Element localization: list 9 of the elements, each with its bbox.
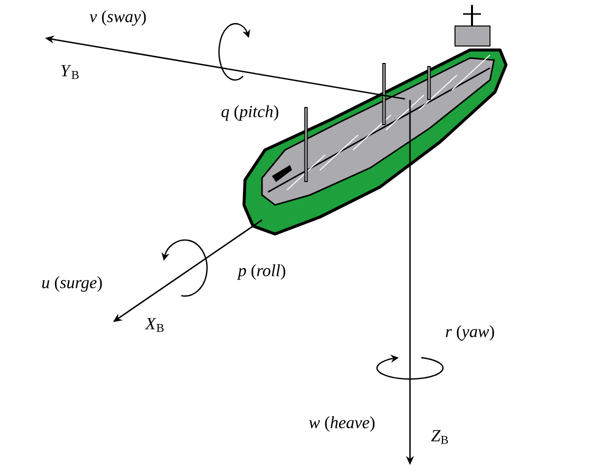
axis-label: p (roll) bbox=[237, 264, 286, 280]
axis-label: r (yaw) bbox=[446, 325, 494, 341]
axis-label: Y$_{B}$ bbox=[61, 65, 79, 79]
axis-label: Z$_{B}$ bbox=[431, 430, 448, 444]
axis-label: X$_{B}$ bbox=[144, 318, 164, 332]
axis-label: v (sway) bbox=[90, 10, 146, 26]
axis-label: w (heave) bbox=[309, 416, 375, 432]
axis-label: q (pitch) bbox=[222, 105, 278, 121]
axis-label: u (surge) bbox=[42, 276, 102, 292]
